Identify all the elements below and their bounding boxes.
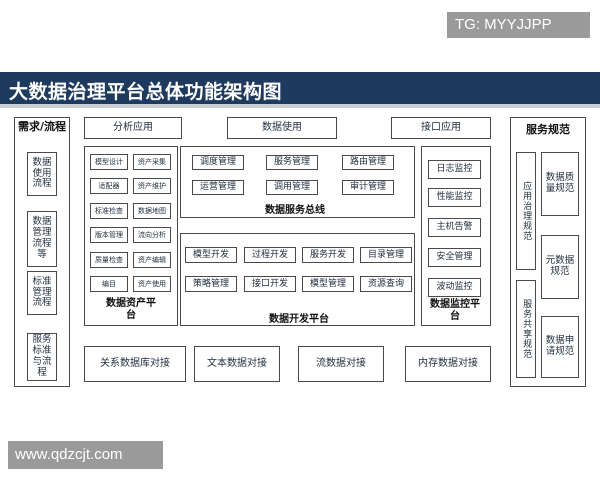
asset-item-version-management: 版本管理 — [90, 227, 128, 243]
monitor-item-log: 日志监控 — [428, 160, 481, 179]
watermark-bottom: www.qdzcjt.com — [8, 441, 163, 469]
asset-item-standard-check: 标准检查 — [90, 203, 128, 219]
dev-item-interface-development: 接口开发 — [244, 276, 296, 292]
bus-item-call-management: 调用管理 — [266, 180, 318, 195]
data-development-platform-label: 数据开发平台 — [269, 314, 329, 325]
dev-item-service-development: 服务开发 — [302, 247, 354, 263]
process-data-management: 数据管理流程等 — [27, 211, 57, 267]
asset-item-adapter: 适配器 — [90, 178, 128, 194]
asset-item-model-design: 模型设计 — [90, 154, 128, 170]
dev-item-resource-query: 资源查询 — [360, 276, 412, 292]
connector-relational-db: 关系数据库对接 — [84, 346, 186, 382]
asset-item-asset-edit: 资产编辑 — [133, 252, 171, 268]
data-asset-platform-label: 数据资产平台 — [106, 298, 156, 321]
dev-item-strategy-management: 策略管理 — [185, 276, 237, 292]
dev-item-model-development: 模型开发 — [185, 247, 237, 263]
bus-item-audit-management: 审计管理 — [342, 180, 394, 195]
diagram-title: 大数据治理平台总体功能架构图 — [9, 81, 283, 103]
asset-item-catalog: 编目 — [90, 276, 128, 292]
process-service-standard: 服务标准与流程 — [27, 333, 57, 381]
top-app-data-usage: 数据使用 — [227, 117, 337, 139]
monitor-item-host-alert: 主机告警 — [428, 218, 481, 237]
service-spec-data-quality: 数据质量规范 — [541, 152, 579, 216]
monitor-item-performance: 性能监控 — [428, 188, 481, 207]
asset-item-asset-maintain: 资产维护 — [133, 178, 171, 194]
connector-memory-data: 内存数据对接 — [405, 346, 491, 382]
top-app-interface: 接口应用 — [391, 117, 491, 139]
dev-item-model-management: 模型管理 — [302, 276, 354, 292]
service-spec-data-request: 数据申请规范 — [541, 316, 579, 378]
process-standard-management: 标准管理流程 — [27, 271, 57, 315]
data-monitoring-platform-label: 数据监控平台 — [430, 299, 480, 322]
monitor-item-security: 安全管理 — [428, 248, 481, 267]
service-spec-metadata: 元数据规范 — [541, 235, 579, 299]
bus-item-service-management: 服务管理 — [266, 155, 318, 170]
dev-item-catalog-management: 目录管理 — [360, 247, 412, 263]
service-spec-group-application: 应用治理规范 — [516, 152, 536, 270]
title-bar: 大数据治理平台总体功能架构图 — [0, 72, 600, 108]
asset-item-quality-check: 质量检查 — [90, 252, 128, 268]
connector-text-data: 文本数据对接 — [194, 346, 280, 382]
watermark-top: TG: MYYJJPP — [447, 12, 590, 38]
connector-stream-data: 流数据对接 — [298, 346, 384, 382]
dev-item-process-development: 过程开发 — [244, 247, 296, 263]
top-app-analysis: 分析应用 — [84, 117, 182, 139]
process-data-usage: 数据使用流程 — [27, 152, 57, 196]
bus-item-operation-management: 运营管理 — [192, 180, 244, 195]
asset-item-data-map: 数据地图 — [133, 203, 171, 219]
asset-item-asset-collect: 资产采集 — [133, 154, 171, 170]
service-spec-group-sharing: 服务共享规范 — [516, 280, 536, 378]
bus-item-route-management: 路由管理 — [342, 155, 394, 170]
data-service-bus-label: 数据服务总线 — [265, 205, 325, 216]
requirements-heading: 需求/流程 — [17, 120, 67, 133]
asset-item-asset-usage: 资产使用 — [133, 276, 171, 292]
asset-item-flow-analysis: 流向分析 — [133, 227, 171, 243]
monitor-item-fluctuation: 波动监控 — [428, 278, 481, 297]
service-spec-heading: 服务规范 — [526, 123, 570, 136]
bus-item-schedule-management: 调度管理 — [192, 155, 244, 170]
